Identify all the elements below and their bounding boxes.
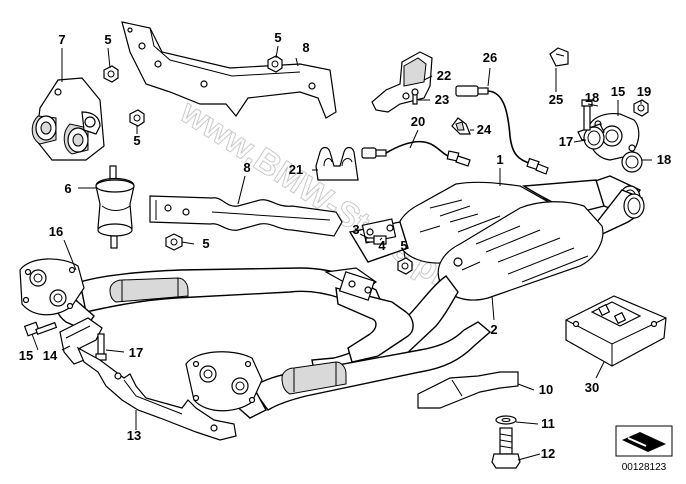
sensor-cable-drawing [361,140,471,167]
washer-bolt-drawing [491,415,521,469]
part-label-30: 30 [585,380,599,395]
reference-badge: 00128123 [615,425,673,473]
part-label-27: 24 [477,122,492,137]
part-label-28: 25 [549,92,563,107]
pipe-clamp-drawing [315,146,359,181]
part-label-7: 8 [243,160,250,175]
rubber-mount-drawing [31,77,105,161]
reference-code: 00128123 [622,462,667,473]
front-flange-drawing [19,258,85,316]
part-label-18: 15 [611,84,625,99]
part-label-26: 23 [435,92,449,107]
part-label-12: 12 [541,446,555,461]
control-box-drawing [565,295,667,367]
part-label-14: 14 [43,348,58,363]
part-label-6: 6 [64,181,71,196]
part-label-5-d: 5 [202,236,209,251]
part-label-23: 20 [411,114,425,129]
part-label-20: 18 [657,152,671,167]
lower-left-bracket-drawing [76,346,237,441]
front-pipe-upper-drawing [54,267,414,363]
part-label-1: 1 [496,152,503,167]
heat-shield-bracket-drawing [371,51,433,113]
part-label-5-b: 5 [274,30,281,45]
lower-flange-drawing [185,351,263,412]
part-label-4: 4 [378,238,386,253]
upper-bracket-drawing [149,195,343,237]
part-label-21: 18 [585,90,599,105]
part-label-3: 3 [352,222,359,237]
part-label-11: 11 [541,416,555,431]
flange-gasket-drawing [577,99,649,173]
part-label-5-a: 5 [104,32,111,47]
part-label-15: 15 [19,348,33,363]
left-bracket-drawing [23,317,107,365]
nut-drawings [103,55,413,275]
small-clip-drawing [549,47,569,67]
part-label-29: 26 [483,50,497,65]
hanger-bracket-drawing [417,371,519,409]
part-label-16: 16 [49,224,63,239]
part-label-13: 13 [127,428,141,443]
part-label-24: 21 [289,162,303,177]
part-label-9: 8 [302,40,309,55]
part-label-17: 17 [129,345,143,360]
part-number-labels: 7 5 5 8 5 6 8 5 16 21 22 23 20 24 26 25 … [19,30,671,461]
part-label-19: 17 [559,134,573,149]
clip-drawing [451,117,471,135]
part-label-10: 10 [539,382,553,397]
part-label-2: 2 [490,322,497,337]
part-label-5-c: 5 [133,133,140,148]
oxygen-sensor-drawing [455,85,549,175]
leader-lines [31,45,652,461]
part-label-25: 22 [437,68,451,83]
rubber-damper-drawing [95,165,135,249]
part-label-8: 7 [58,32,65,47]
part-label-22: 19 [637,84,651,99]
part-label-5-e: 5 [400,238,407,253]
support-bracket-drawing [121,21,337,119]
